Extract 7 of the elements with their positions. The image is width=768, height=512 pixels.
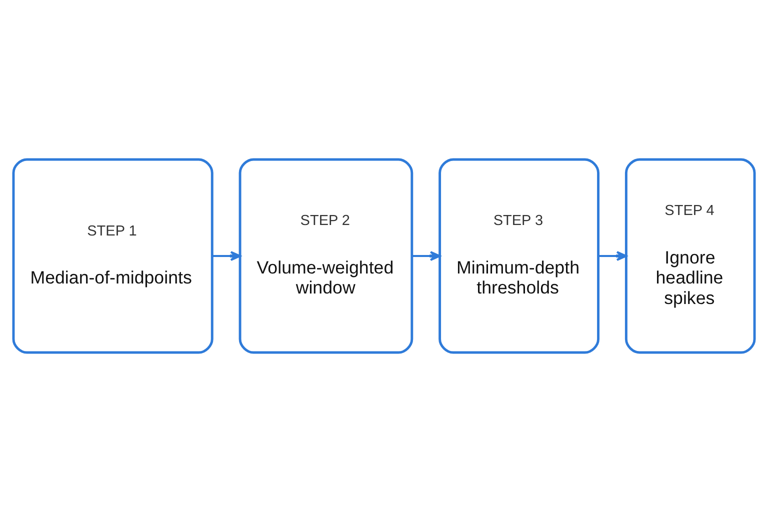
arrow [598, 250, 628, 262]
arrow [412, 250, 441, 262]
node-box: STEP 1 Median-of-midpoints [12, 158, 214, 354]
node-box: STEP 2 Volume-weighted window [238, 158, 414, 354]
node-box: STEP 3 Minimum-depth thresholds [438, 158, 600, 354]
arrow [212, 250, 241, 262]
node-box: STEP 4 Ignore headline spikes [624, 158, 756, 354]
